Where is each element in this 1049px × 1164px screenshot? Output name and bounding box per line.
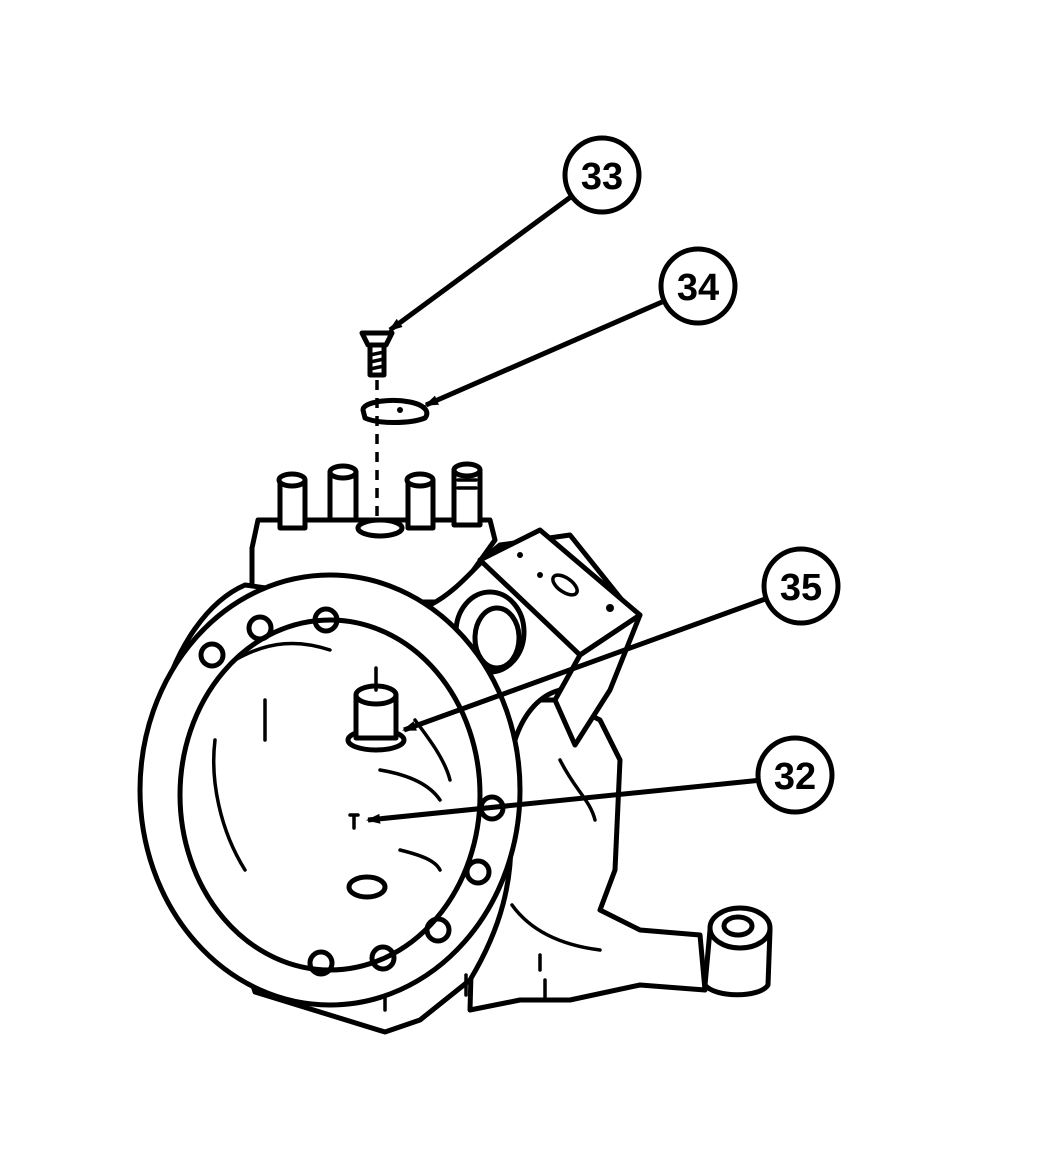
top-studs [276,461,483,539]
bushing-part-35 [345,666,407,753]
callout-33-label: 33 [581,156,623,198]
leader-33 [388,193,574,333]
callout-34: 34 [658,246,738,326]
leader-34 [424,299,664,408]
leader-lines [366,193,769,824]
callout-35: 35 [761,546,841,626]
callout-35-label: 35 [780,567,822,609]
screw-part-33 [359,330,395,378]
mark-part-32 [348,813,360,830]
washer-part-34 [360,397,430,425]
leader-32 [366,777,763,824]
callout-32-label: 32 [774,756,816,798]
leader-35 [402,595,769,733]
callout-32: 32 [755,735,835,815]
callout-34-label: 34 [677,267,719,309]
callout-33: 33 [562,135,642,215]
flange [137,572,523,1008]
